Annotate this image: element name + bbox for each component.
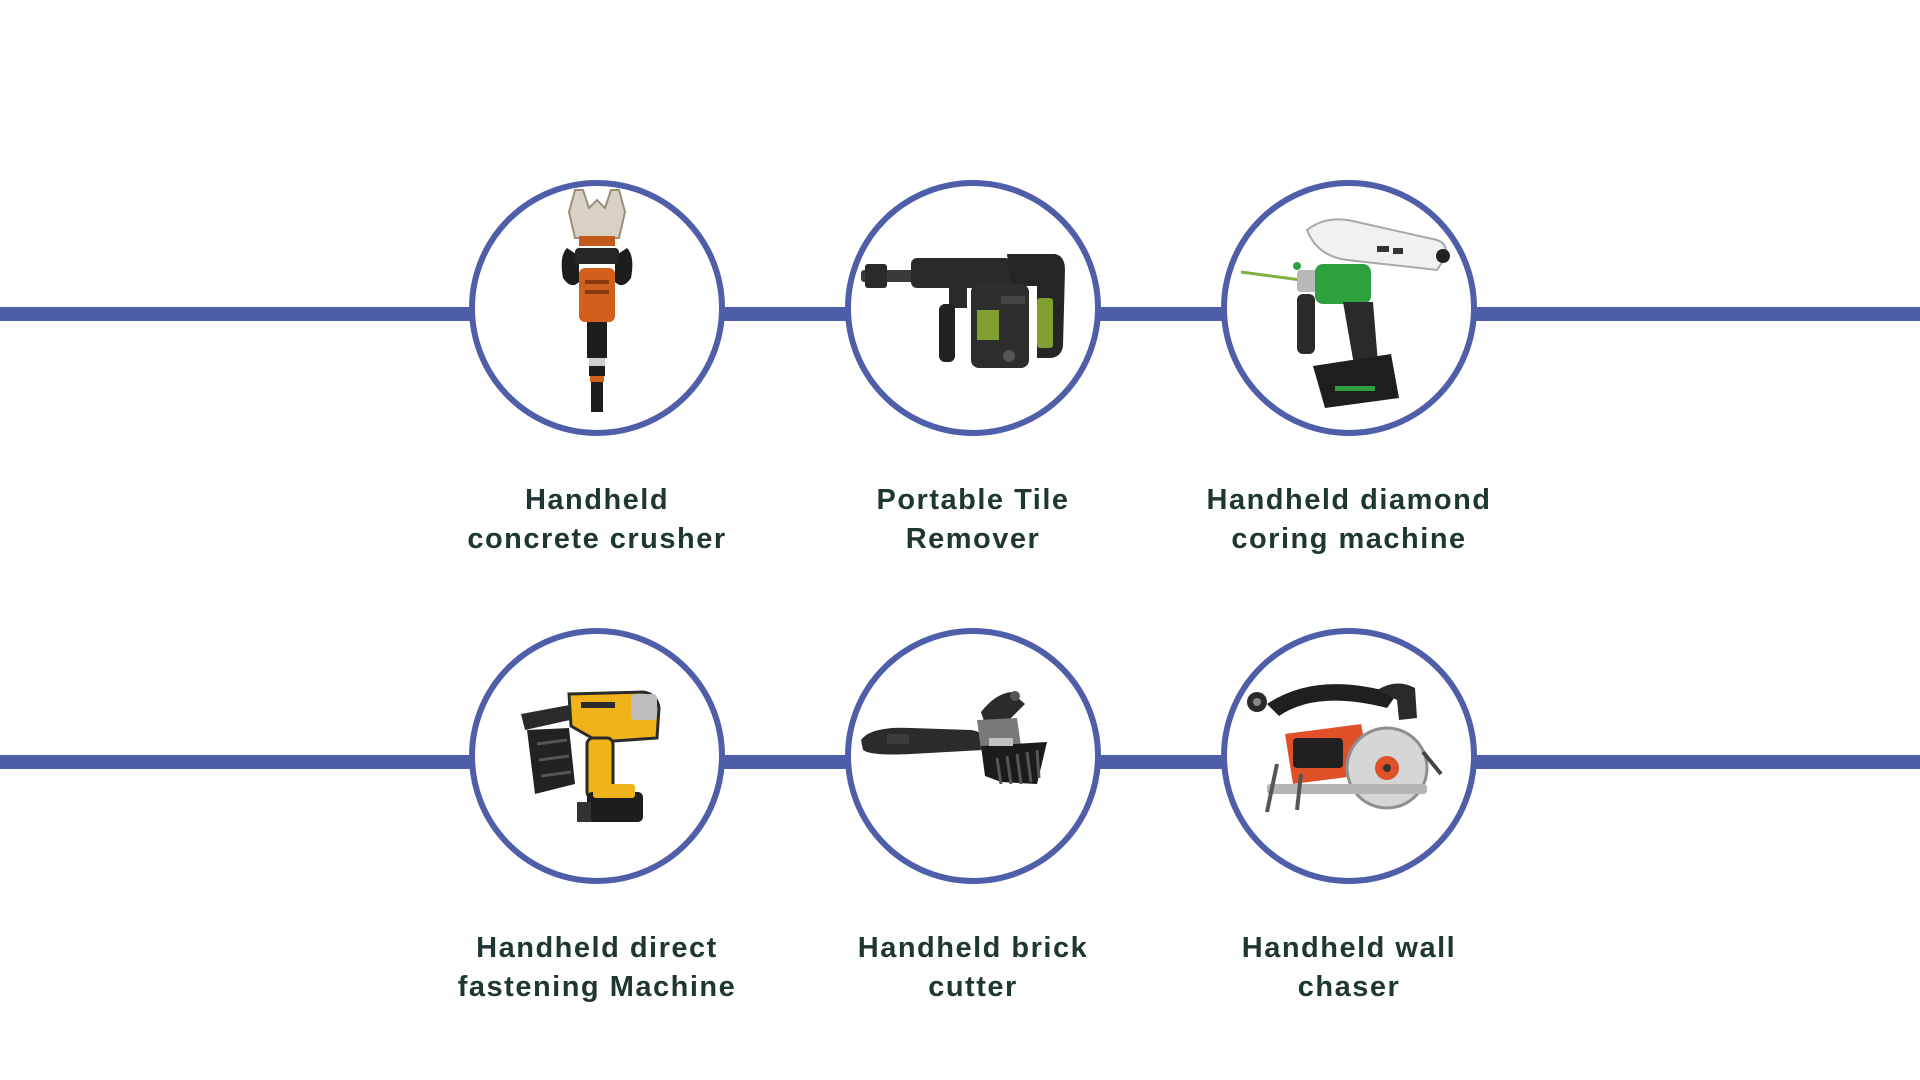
tile-remover-icon	[861, 254, 1065, 368]
concrete-crusher-icon	[561, 189, 633, 412]
product-label-nail-gun: Handheld direct fastening Machine	[457, 932, 737, 1003]
product-label-brick-cutter: Handheld brick cutter	[857, 932, 1089, 1003]
product-tile-remover[interactable]	[845, 180, 1101, 436]
coring-machine-icon	[1240, 218, 1450, 408]
product-label-coring-machine: Handheld diamond coring machine	[1206, 484, 1492, 555]
product-wall-chaser[interactable]	[1221, 628, 1477, 884]
product-nail-gun[interactable]	[469, 628, 725, 884]
product-coring-machine[interactable]	[1221, 180, 1477, 436]
wall-chaser-icon	[1247, 683, 1443, 813]
product-brick-cutter[interactable]	[845, 628, 1101, 884]
product-label-wall-chaser: Handheld wall chaser	[1241, 932, 1457, 1003]
product-label-concrete-crusher: Handheld concrete crusher	[467, 484, 727, 555]
brick-cutter-icon	[861, 691, 1047, 785]
product-concrete-crusher[interactable]	[469, 180, 725, 436]
nail-gun-icon	[521, 690, 661, 822]
product-label-tile-remover: Portable Tile Remover	[876, 484, 1070, 555]
